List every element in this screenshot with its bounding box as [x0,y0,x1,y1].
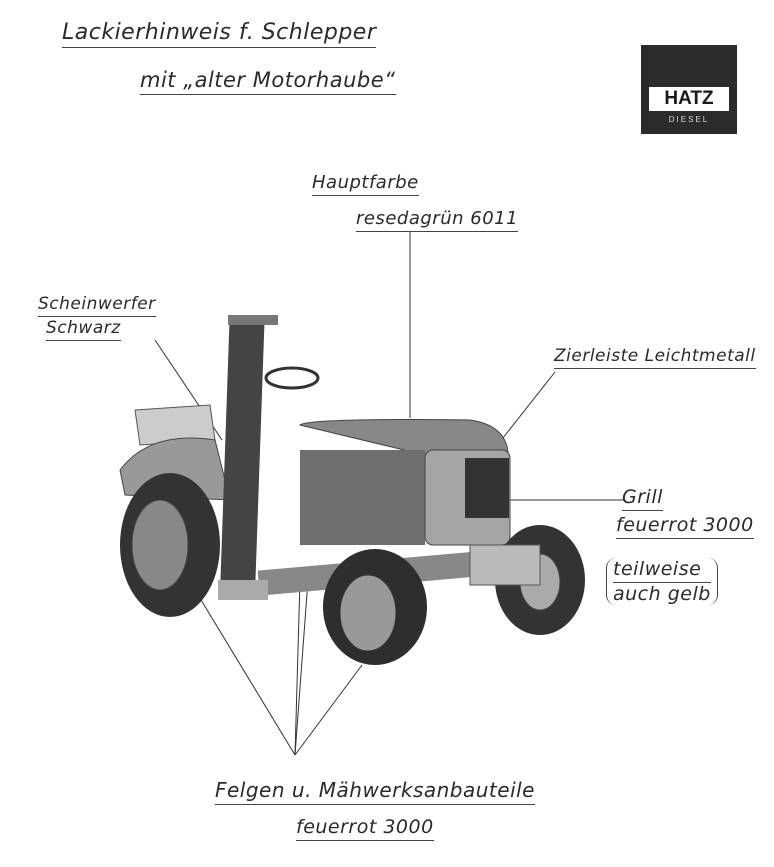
grill-title: Grill [622,486,663,511]
grill-note-line-2: auch gelb [613,583,711,605]
leader-lines [154,232,625,756]
tractor [119,315,585,665]
grill-value: feuerrot 3000 [616,514,754,539]
rims-title: Felgen u. Mähwerksanbauteile [215,778,535,805]
headlight-title: Scheinwerfer [38,294,156,317]
title-line-2: mit „alter Motorhaube“ [140,68,396,95]
hatz-diesel-logo: HATZ DIESEL [641,45,737,134]
main-color-value: resedagrün 6011 [356,208,519,232]
main-color-title: Hauptfarbe [312,172,419,196]
rims-value: feuerrot 3000 [296,816,434,841]
trim-label: Zierleiste Leichtmetall [554,346,756,369]
logo-brand: HATZ [649,87,729,111]
headlight-value: Schwarz [46,318,121,341]
grill-note: teilweise auch gelb [606,558,718,605]
grill-note-line-1: teilweise [613,558,711,583]
logo-sub: DIESEL [668,115,710,124]
title-line-1: Lackierhinweis f. Schlepper [62,20,377,48]
